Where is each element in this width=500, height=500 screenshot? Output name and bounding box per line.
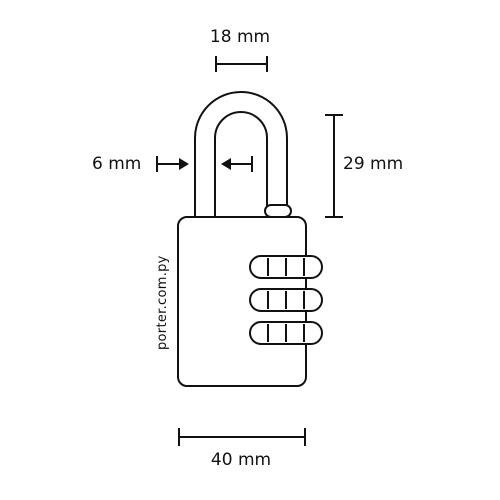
dimension-shackle-thickness bbox=[156, 156, 253, 172]
dial-row bbox=[249, 288, 323, 312]
dimension-shackle-width bbox=[215, 56, 268, 72]
label-shackle-width: 18 mm bbox=[210, 27, 270, 47]
label-shackle-height: 29 mm bbox=[343, 154, 403, 174]
label-shackle-thickness: 6 mm bbox=[92, 154, 141, 174]
shackle-outline bbox=[194, 91, 288, 217]
label-body-width: 40 mm bbox=[211, 450, 271, 470]
dimension-body-width bbox=[178, 428, 306, 446]
brand-watermark: porter.com.py bbox=[155, 255, 170, 350]
dimension-shackle-height bbox=[325, 114, 343, 218]
shackle-collar bbox=[264, 204, 292, 218]
dial-row bbox=[249, 321, 323, 345]
dial-row bbox=[249, 255, 323, 279]
shackle bbox=[194, 91, 292, 218]
arrow-left-icon bbox=[221, 158, 231, 170]
arrow-right-icon bbox=[179, 158, 189, 170]
combination-dials bbox=[249, 255, 323, 345]
shackle-inner-outline bbox=[214, 111, 268, 217]
